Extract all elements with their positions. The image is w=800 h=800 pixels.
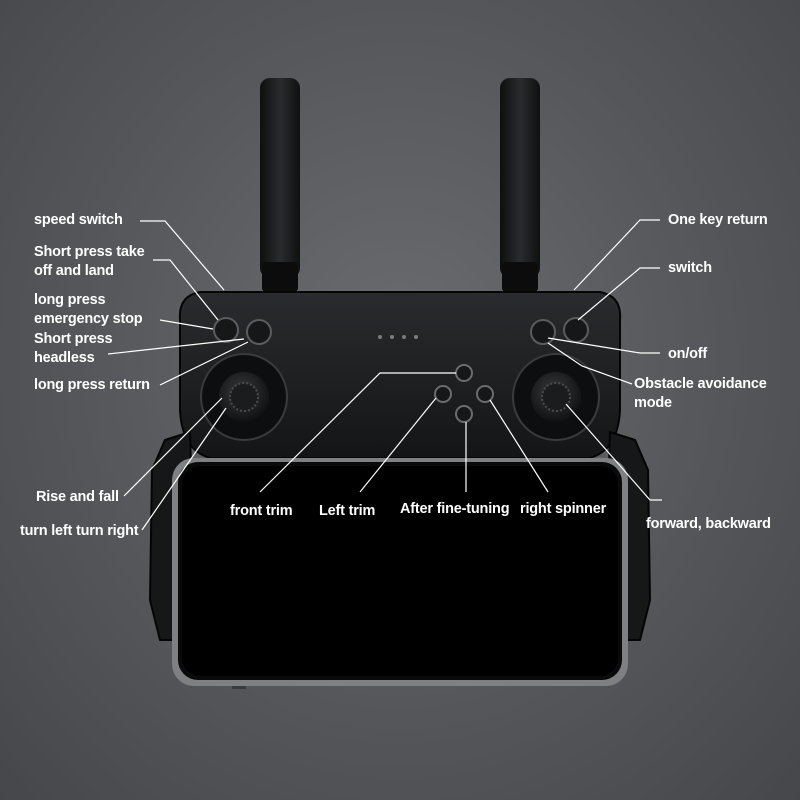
label-headless: Short press headless (34, 331, 113, 366)
label-right-spinner: right spinner (520, 501, 607, 517)
switch-button (563, 317, 589, 343)
label-on-off: on/off (668, 346, 708, 362)
label-left-trim: Left trim (319, 503, 376, 519)
label-return: long press return (34, 377, 150, 393)
label-turn: turn left turn right (20, 523, 139, 539)
label-rise-fall: Rise and fall (36, 489, 119, 505)
label-emergency-stop: long press emergency stop (34, 292, 143, 327)
label-after-fine-tuning: After fine-tuning (400, 501, 510, 517)
takeoff-land-button (213, 317, 239, 343)
label-switch: switch (668, 260, 712, 276)
power-button (530, 319, 556, 345)
label-front-trim: front trim (230, 503, 293, 519)
right-joystick (512, 353, 600, 441)
status-leds (378, 335, 418, 339)
label-one-key-return: One key return (668, 212, 768, 228)
label-takeoff-land: Short press take off and land (34, 244, 145, 279)
label-speed-switch: speed switch (34, 212, 123, 228)
phone-mount (172, 458, 628, 689)
left-joystick (200, 353, 288, 441)
headless-button (246, 319, 272, 345)
label-obstacle-avoidance: Obstacle avoidance mode (634, 376, 767, 411)
right-antenna (500, 78, 540, 292)
left-antenna (260, 78, 300, 292)
label-forward-backward: forward, backward (646, 516, 771, 532)
